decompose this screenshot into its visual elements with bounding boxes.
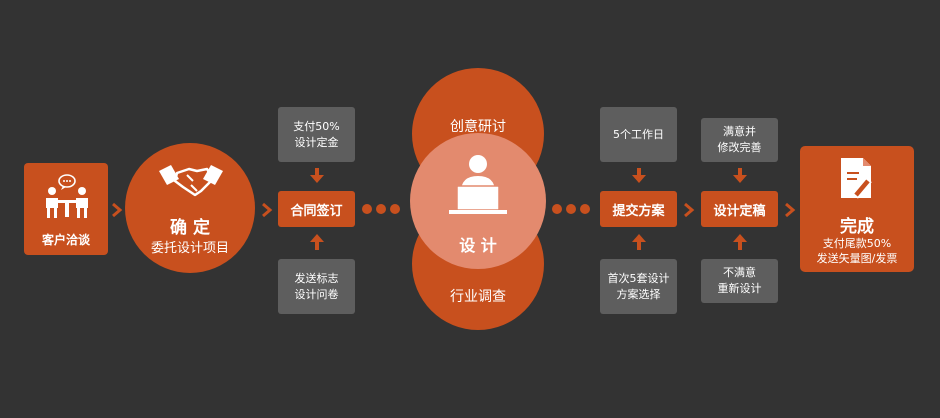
- note-line: 不满意: [723, 266, 756, 279]
- note-line: 设计定金: [294, 135, 339, 149]
- note-line: 满意并: [723, 125, 756, 138]
- connector-dot: [580, 204, 590, 214]
- finalize-top-note: 满意并 修改完善: [701, 118, 778, 162]
- step-complete-line: 发送矢量图/发票: [816, 252, 898, 265]
- note-line: 发送标志: [294, 271, 339, 285]
- note-line: 重新设计: [717, 282, 762, 295]
- proposal-bottom-note: 首次5套设计 方案选择: [600, 259, 677, 314]
- step-confirm-subtitle: 委托设计项目: [150, 241, 229, 256]
- connector-dot: [362, 204, 372, 214]
- step-submit-proposal: 提交方案: [600, 191, 677, 227]
- step-contract: 合同签订: [278, 191, 355, 227]
- contract-top-note: 支付50% 设计定金: [278, 107, 355, 162]
- chevron-right-icon: [785, 202, 796, 218]
- arrow-up-icon: [733, 234, 747, 250]
- finalize-bottom-note: 不满意 重新设计: [701, 259, 778, 303]
- center-top-label: 创意研讨: [450, 119, 506, 135]
- chevron-right-icon: [262, 202, 273, 218]
- chevron-right-icon: [112, 202, 123, 218]
- arrow-down-icon: [632, 168, 646, 183]
- arrow-down-icon: [310, 168, 324, 183]
- connector-dot: [566, 204, 576, 214]
- arrow-up-icon: [310, 234, 324, 250]
- connector-dot: [390, 204, 400, 214]
- arrow-up-icon: [632, 234, 646, 250]
- step-customer-meeting-label: 客户洽谈: [41, 233, 90, 247]
- chevron-right-icon: [684, 202, 695, 218]
- document-edit-icon: [841, 158, 872, 199]
- step-complete-title: 完成: [840, 217, 874, 237]
- note-line: 修改完善: [717, 141, 762, 154]
- note-line: 支付50%: [293, 119, 340, 133]
- handshake-icon: [159, 165, 223, 197]
- connector-dot: [552, 204, 562, 214]
- proposal-top-note: 5个工作日: [600, 107, 677, 162]
- meeting-icon: [46, 174, 88, 218]
- step-complete-line: 支付尾款50%: [822, 237, 892, 250]
- step-confirm-circle: 确 定 委托设计项目: [125, 143, 255, 273]
- designer-laptop-icon: [449, 155, 507, 214]
- step-customer-meeting: 客户洽谈: [24, 163, 108, 255]
- center-middle-label: 设 计: [459, 236, 497, 255]
- note-line: 方案选择: [616, 287, 661, 301]
- step-complete: 完成 支付尾款50% 发送矢量图/发票: [800, 146, 914, 272]
- step-finalize-design: 设计定稿: [701, 191, 778, 227]
- note-line: 设计问卷: [294, 287, 339, 301]
- center-bottom-label: 行业调查: [450, 289, 506, 305]
- contract-bottom-note: 发送标志 设计问卷: [278, 259, 355, 314]
- step-confirm-title: 确 定: [170, 218, 210, 238]
- note-line: 5个工作日: [613, 127, 664, 141]
- note-line: 首次5套设计: [607, 271, 670, 285]
- connector-dot: [376, 204, 386, 214]
- arrow-down-icon: [733, 168, 747, 183]
